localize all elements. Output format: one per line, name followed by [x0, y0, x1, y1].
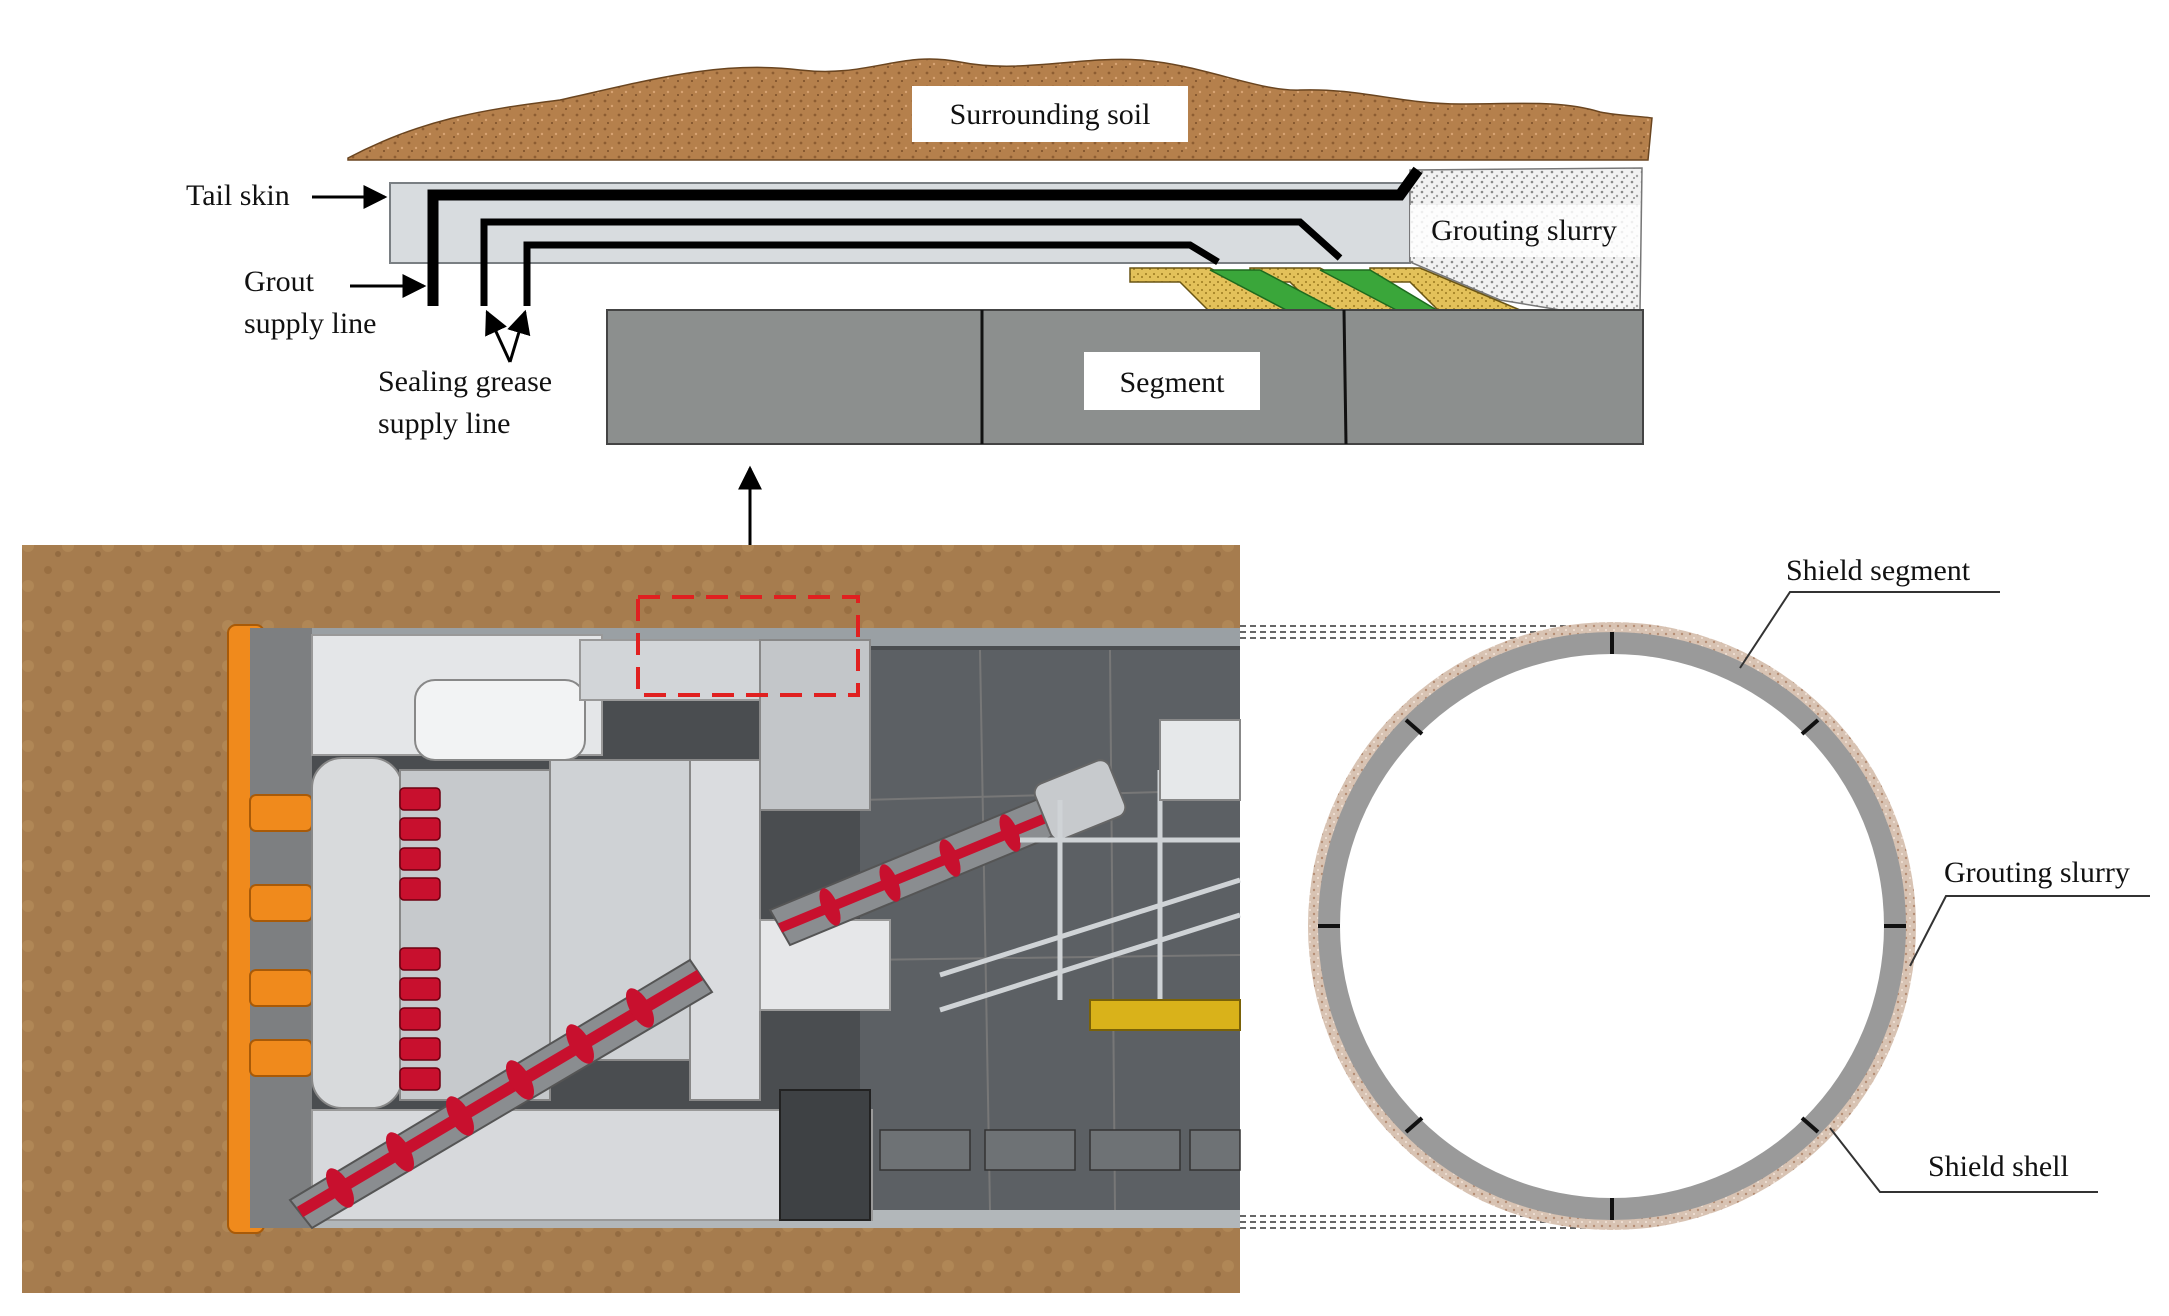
surrounding-soil-label-box	[912, 86, 1188, 142]
screw-conveyor-lower	[288, 958, 714, 1230]
lower-block	[779, 1089, 871, 1221]
sealing-grease-label-2: supply line	[378, 407, 511, 440]
tunnel-interior	[1340, 654, 1884, 1198]
sealing-grease-label-1: Sealing grease	[378, 365, 552, 398]
grout-supply-label-2: supply line	[244, 307, 377, 340]
grouting-slurry-label-top: Grouting slurry	[1431, 214, 1617, 247]
shield-segment-label: Shield segment	[1786, 554, 1971, 587]
surrounding-soil-label: Surrounding soil	[950, 98, 1151, 131]
trailer-cars	[879, 1129, 1241, 1171]
tbm-cutaway	[22, 545, 1241, 1293]
cutterhead-chamber	[250, 628, 312, 1228]
highlight-box	[636, 595, 860, 697]
sealing-grease-arrow-2	[507, 309, 531, 363]
erector-drum	[414, 679, 586, 761]
segment-label-box	[1084, 352, 1260, 410]
sealing-grease-line-2	[523, 241, 1220, 306]
thrust-cylinders-red	[399, 787, 441, 1091]
grouting-slurry-ring-label: Grouting slurry	[1944, 856, 2130, 889]
grout-supply-line	[427, 166, 1423, 306]
segment-joint-2	[1342, 309, 1348, 445]
grout-supply-label-1: Grout	[244, 265, 315, 298]
ring-plate	[759, 639, 871, 811]
erector-ring	[689, 759, 761, 1101]
ring-cross-section: Shield segment Grouting slurry Shield sh…	[1240, 554, 2150, 1230]
erector-beam	[759, 919, 891, 1011]
tail-detail-diagram: Surrounding soil Grouting slurry Segment…	[186, 58, 1653, 572]
shield-shell-label: Shield shell	[1928, 1150, 2069, 1183]
backup-gantry	[939, 770, 1241, 1013]
sealing-grease-arrow-1	[485, 309, 512, 363]
main-drive-disc	[311, 757, 403, 1109]
backup-cabinet	[1159, 719, 1241, 801]
grouting-slurry-ring-leader	[1909, 895, 2150, 967]
segment-label: Segment	[1120, 366, 1226, 399]
shield-shell-leader	[1829, 1127, 2098, 1193]
grouting-slurry-label-box	[1410, 205, 1640, 257]
screw-conveyor-upper	[768, 759, 1127, 947]
locomotive-yellow	[1089, 999, 1241, 1031]
tail-skin-label: Tail skin	[186, 179, 290, 212]
shield-segment-leader	[1739, 591, 2000, 669]
segment-ring-joints	[1318, 632, 1906, 1220]
sealing-grease-line-1	[480, 218, 1343, 306]
